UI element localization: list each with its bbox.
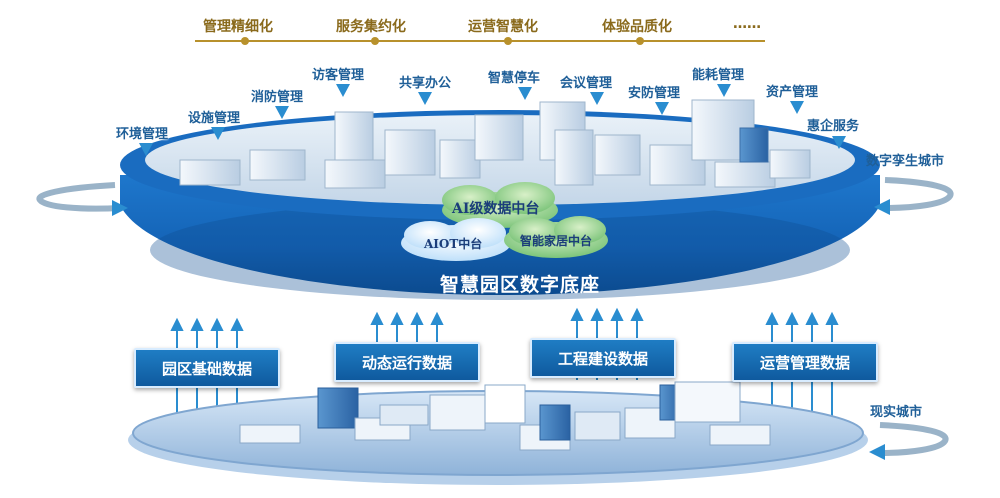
real-city-buildings (239, 381, 771, 451)
service-label: 智慧停车 (488, 71, 541, 86)
timeline-dot (241, 37, 249, 45)
platform-title: 智慧园区数字底座 (439, 274, 600, 296)
timeline-item: 服务集约化 (336, 19, 406, 35)
service-label: 消防管理 (251, 90, 304, 105)
circular-arrow-icon (36, 182, 128, 216)
circular-arrow-icon (869, 422, 949, 460)
down-arrow-icon (275, 106, 289, 119)
timeline-item: 运营智慧化 (468, 19, 538, 35)
down-arrow-icon (790, 101, 804, 114)
service-label: 共享办公 (399, 76, 452, 91)
data-source-box: 工程建设数据 (530, 338, 676, 378)
service-label: 访客管理 (312, 68, 365, 83)
timeline-dot (371, 37, 379, 45)
data-source-box: 运营管理数据 (732, 342, 878, 382)
service-label: 惠企服务 (807, 119, 860, 134)
circular-arrow-icon (874, 177, 954, 215)
real-city-label: 现实城市 (870, 405, 923, 420)
timeline-item: 管理精细化 (203, 19, 273, 35)
digital-twin-city-label: 数字孪生城市 (866, 154, 945, 169)
cloud-aiot-platform (401, 218, 511, 261)
data-source-box: 动态运行数据 (334, 342, 480, 382)
timeline-item: 体验品质化 (602, 19, 672, 35)
down-arrow-icon (518, 87, 532, 100)
data-source-box: 园区基础数据 (134, 348, 280, 388)
digital-city-buildings (179, 99, 811, 189)
down-arrow-icon (590, 92, 604, 105)
cloud-smart-home-platform (504, 216, 608, 258)
service-label: 资产管理 (766, 85, 819, 100)
service-label: 环境管理 (116, 127, 169, 142)
timeline-dot (504, 37, 512, 45)
service-label: 安防管理 (628, 86, 681, 101)
down-arrow-icon (717, 84, 731, 97)
down-arrow-icon (211, 127, 225, 140)
timeline-item: …… (733, 16, 761, 32)
down-arrow-icon (336, 84, 350, 97)
cloud-aiot-label: AIOT中台 (424, 237, 483, 251)
service-label: 设施管理 (188, 111, 241, 126)
cloud-ai-label: AI级数据中台 (452, 201, 540, 217)
cloud-smart-home-label: 智能家居中台 (520, 234, 593, 248)
down-arrow-icon (418, 92, 432, 105)
down-arrow-icon (655, 102, 669, 115)
down-arrow-icon (832, 136, 846, 149)
down-arrow-icon (139, 143, 153, 156)
service-label: 会议管理 (560, 76, 613, 91)
service-label: 能耗管理 (692, 68, 745, 83)
data-flow-arrows-1 (170, 317, 244, 418)
timeline-dot (636, 37, 644, 45)
